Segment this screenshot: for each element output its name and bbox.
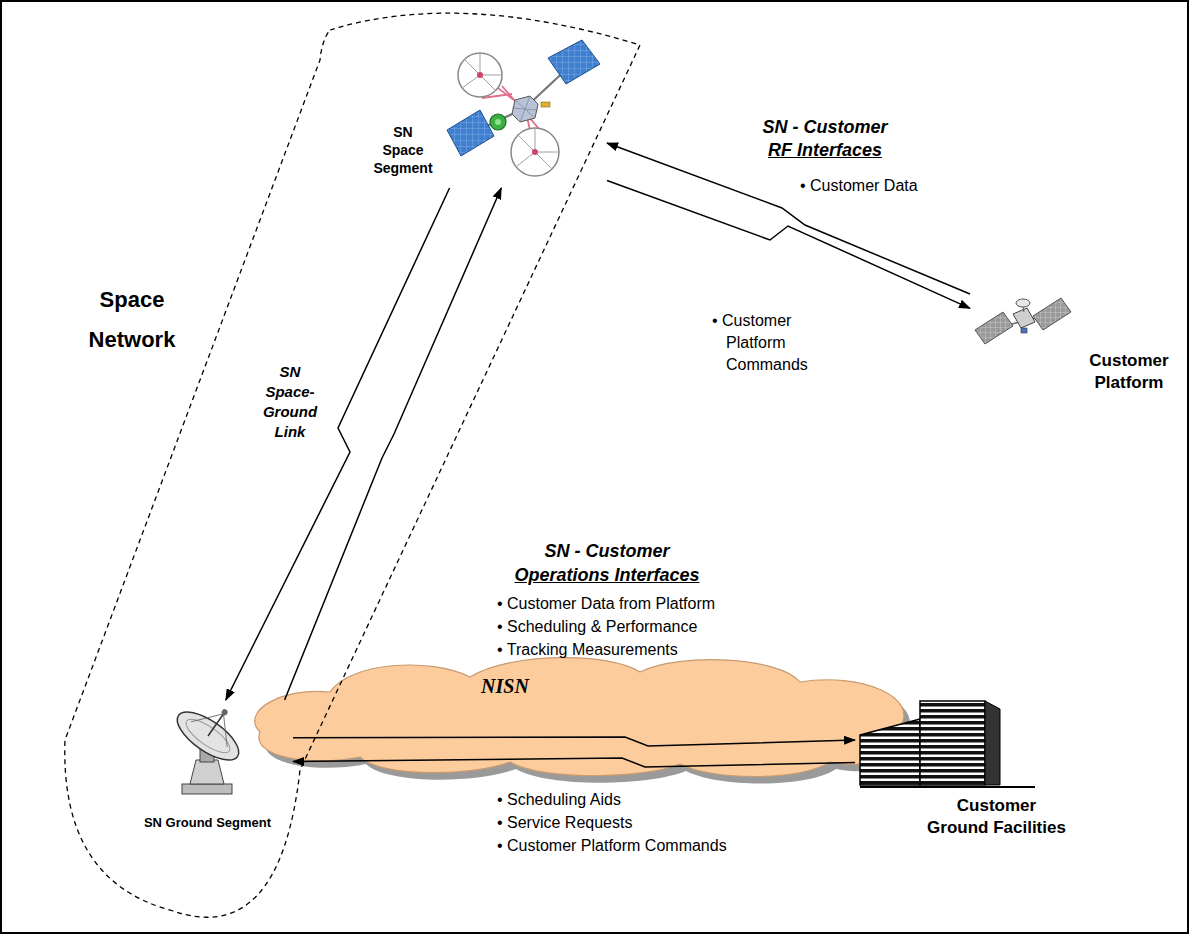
- label-slot: Operations Interfaces: [497, 564, 717, 586]
- label-slot: RF Interfaces: [745, 139, 905, 161]
- link-arrow: [226, 188, 450, 700]
- ground-antenna-icon: [160, 700, 255, 798]
- dashed-region-outline: [60, 10, 660, 920]
- bullet-item: • Scheduling Aids: [497, 790, 817, 810]
- edge-label-slot: • Customer Data: [800, 176, 960, 196]
- bullet-item: • Customer Data from Platform: [497, 594, 817, 614]
- bullet-item: • Service Requests: [497, 813, 817, 833]
- interface-heading: Operations Interfaces: [497, 564, 717, 586]
- network-cloud: NISN: [240, 652, 920, 782]
- region-title: Space Network: [67, 280, 197, 360]
- interface-heading: SN - Customer: [745, 116, 905, 138]
- cloud-label: NISN: [465, 674, 545, 698]
- bullet-item: • Scheduling & Performance: [497, 617, 817, 637]
- label-slot: SN - Customer: [745, 116, 905, 138]
- label-slot: • Customer Data from Platform: [497, 594, 817, 614]
- customer-satellite: Customer Platform: [970, 288, 1186, 408]
- link-arrow: [293, 758, 855, 767]
- node-label: Customer Platform: [1075, 350, 1183, 394]
- link-label: SN Space-Ground Link: [258, 362, 322, 442]
- label-slot: • Customer Platform Commands: [497, 836, 817, 856]
- interface-heading: SN - Customer: [497, 540, 717, 562]
- customer-satellite-icon: [975, 292, 1075, 348]
- edge-label-slot: • Customer Platform Commands: [712, 310, 851, 376]
- interface-heading: RF Interfaces: [745, 139, 905, 161]
- bullet-item: • Tracking Measurements: [497, 640, 817, 660]
- link-arrow: [285, 188, 502, 700]
- node-label: Customer Ground Facilities: [925, 795, 1068, 839]
- ground-station: SN Ground Segment: [125, 700, 293, 840]
- link-arrow: [607, 143, 970, 294]
- edge-label: • Customer Platform Commands: [712, 310, 851, 376]
- label-slot: • Scheduling & Performance: [497, 617, 817, 637]
- ground-facility: Customer Ground Facilities: [855, 695, 1105, 845]
- network-cloud-shape: [240, 652, 920, 788]
- node-label: SN Space Segment: [372, 123, 434, 177]
- bullet-item: • Customer Platform Commands: [497, 836, 817, 856]
- node-label: SN Ground Segment: [125, 815, 290, 831]
- label-slot: • Service Requests: [497, 813, 817, 833]
- label-slot: SN Space-Ground Link: [258, 362, 322, 442]
- label-slot: • Tracking Measurements: [497, 640, 817, 660]
- label-slot: SN - Customer: [497, 540, 717, 562]
- edge-label: • Customer Data: [800, 176, 960, 196]
- building-icon: [860, 697, 1035, 792]
- label-slot: • Scheduling Aids: [497, 790, 817, 810]
- network-region: Space Network SN Space Segment: [60, 10, 660, 920]
- link-arrow: [607, 181, 970, 309]
- relay-satellite: SN Space Segment: [372, 38, 607, 188]
- link-arrow: [293, 737, 855, 746]
- relay-satellite-icon: [442, 38, 607, 188]
